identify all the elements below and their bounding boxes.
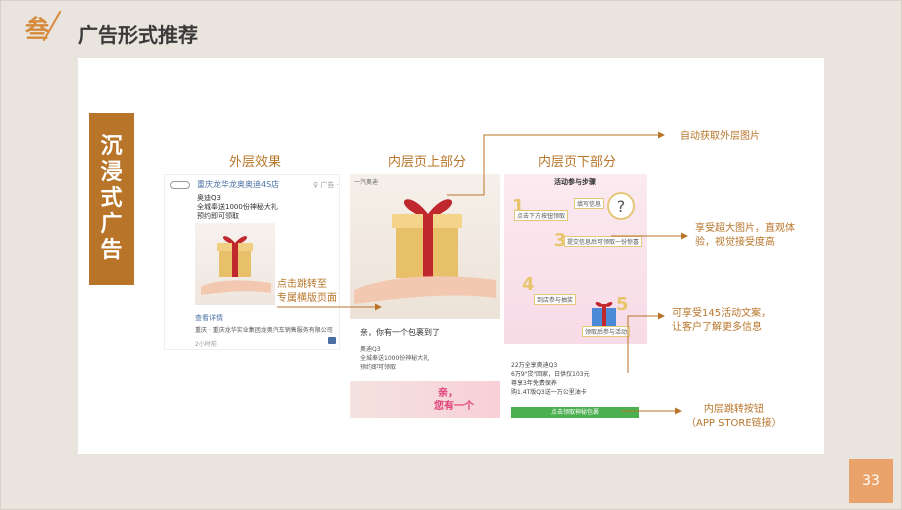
annotation-jump: 内层跳转按钮 （APP STORE链接） — [686, 404, 782, 429]
step-number: 5 — [616, 294, 629, 315]
greeting-text: 亲，你有一个包裹到了 — [360, 328, 440, 337]
badge-char: 沉 — [100, 134, 123, 159]
question-icon: ? — [607, 192, 635, 220]
gift-icon — [592, 302, 616, 326]
ad-line: 奥迪Q3 — [197, 194, 221, 202]
inner-line: 奥迪Q3 — [360, 346, 381, 353]
claim-gift-button[interactable]: 点击领取神秘包裹 — [511, 407, 639, 418]
gift-hand-image — [195, 223, 275, 305]
promo-banner: 亲， 您有一个 — [350, 381, 500, 418]
offer-line: 尊享3年免费保养 — [511, 380, 557, 387]
ad-tag: ♀ 广告 · — [313, 181, 339, 189]
badge-char: 告 — [100, 238, 123, 263]
post-time: 2小时前 — [195, 341, 217, 348]
svg-text:?: ? — [617, 197, 626, 216]
annotation-copy: 可享受145活动文案， 让客户了解更多信息 — [672, 308, 772, 333]
annotation-click: 点击跳转至 专属横版页面 — [277, 279, 337, 304]
steps-heading: 活动参与步骤 — [554, 178, 596, 186]
view-details-link[interactable]: 查看详情 — [195, 314, 223, 322]
steps-panel: 活动参与步骤 1 点击下方按钮领取 填写信息 3 提交信息后可领取一份惊喜 4 … — [504, 174, 647, 344]
annotation-auto-fetch: 自动获取外层图片 — [680, 131, 760, 142]
step-label: 填写信息 — [574, 198, 605, 209]
comment-icon[interactable] — [328, 337, 336, 344]
inner-line: 预约即可领取 — [360, 364, 397, 371]
offer-line: 22万全享奥迪Q3 — [511, 362, 558, 369]
step-number: 4 — [522, 274, 535, 295]
badge-char: 浸 — [100, 160, 123, 185]
brand-logo: 一汽奥迪 — [354, 179, 379, 186]
ad-line: 预约即可领取 — [197, 212, 239, 220]
audi-logo-icon — [170, 181, 190, 189]
step-number: 3 — [554, 230, 567, 251]
gift-hand-large-image — [350, 174, 500, 319]
step-label: 点击下方按钮领取 — [514, 210, 569, 221]
step-label: 提交信息后可领取一份惊喜 — [564, 236, 643, 247]
vertical-badge: 沉 浸 式 广 告 — [89, 113, 134, 285]
inner-bottom-card: 活动参与步骤 1 点击下方按钮领取 填写信息 3 提交信息后可领取一份惊喜 4 … — [504, 174, 647, 418]
dealer-name: 重庆龙华龙奥奥迪4S店 — [197, 180, 280, 189]
badge-char: 广 — [100, 212, 123, 237]
badge-char: 式 — [100, 186, 123, 211]
label-inner-top: 内层页上部分 — [388, 155, 467, 170]
section-title: 广告形式推荐 — [78, 23, 198, 47]
label-outer: 外层效果 — [229, 155, 282, 170]
offer-line: 6万9"贷"回家，日供仅103元 — [511, 371, 590, 378]
label-inner-bottom: 内层页下部分 — [538, 155, 617, 170]
annotation-big-image: 享受超大图片，直观体 验，视觉接受度高 — [695, 223, 795, 248]
inner-line: 全城奉送1000份神秘大礼 — [360, 355, 430, 362]
inner-top-card: 一汽奥迪 亲，你有一个包裹到了 奥迪Q3 全城奉送1000份神秘大礼 预约即可领… — [350, 174, 500, 418]
ad-line: 全城奉送1000份神秘大礼 — [197, 203, 278, 211]
company-name: 重庆 · 重庆龙华实业集团龙奥汽车销售服务有限公司 — [195, 327, 333, 334]
outer-ad-card[interactable]: 重庆龙华龙奥奥迪4S店 ♀ 广告 · 奥迪Q3 全城奉送1000份神秘大礼 预约… — [164, 174, 340, 350]
offer-line: 购1.4T版Q3送一万公里油卡 — [511, 389, 587, 396]
page-number: 33 — [849, 459, 893, 503]
step-label: 到店参与抽奖 — [534, 294, 577, 305]
